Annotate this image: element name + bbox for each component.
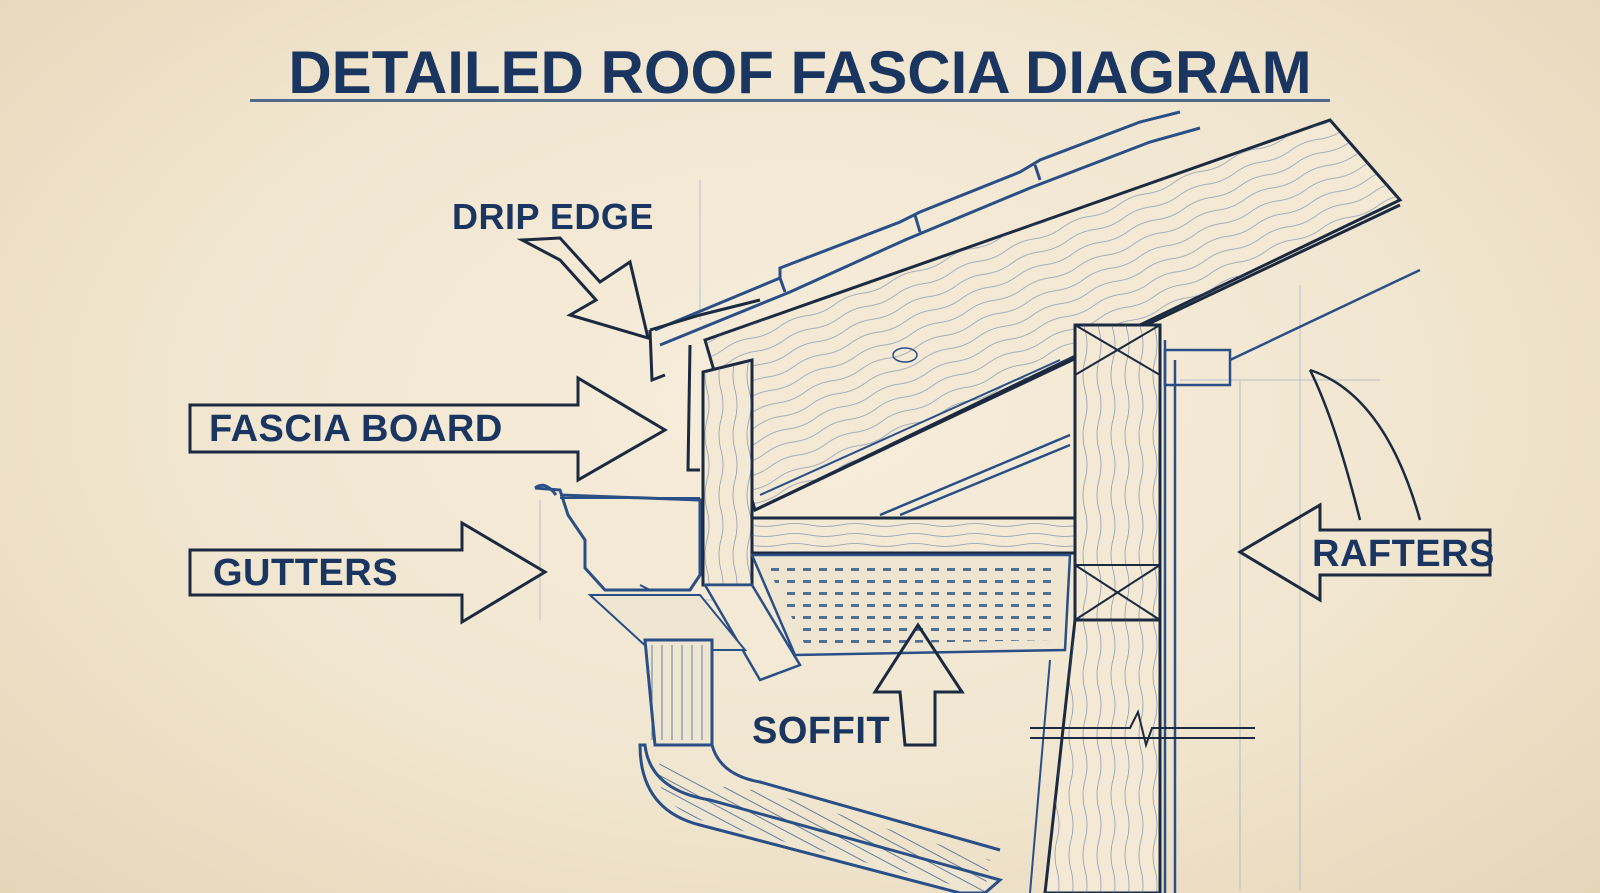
page-title: DETAILED ROOF FASCIA DIAGRAM (288, 39, 1312, 106)
soffit-framing (750, 516, 1077, 555)
label-fascia-board: FASCIA BOARD (209, 408, 503, 450)
arrow-rafters (1237, 502, 1492, 603)
label-drip-edge: DRIP EDGE (452, 196, 654, 237)
wall-stud (1029, 618, 1162, 893)
label-rafters: RAFTERS (1312, 533, 1495, 575)
label-soffit: SOFFIT (752, 710, 891, 752)
label-gutters: GUTTERS (213, 552, 399, 594)
arrow-gutters (188, 520, 548, 625)
arrow-soffit (872, 622, 965, 747)
arrow-drip-edge (516, 236, 651, 341)
roof-rafter-slab (703, 118, 1403, 513)
soffit-panel-shape (750, 553, 1072, 657)
arrow-fascia-board (188, 375, 668, 483)
roof-shingles (654, 110, 1201, 347)
rafters-leader (1308, 368, 1422, 521)
wall-post (1073, 323, 1162, 622)
gutter-shape (534, 483, 748, 651)
title-underline (250, 99, 1330, 102)
inner-bracing (879, 433, 1071, 517)
fascia-board-shape (701, 358, 754, 587)
break-line (1030, 709, 1255, 749)
downspout-shape (638, 638, 1004, 893)
drip-edge-metal (648, 298, 761, 472)
wall-sheathing (1163, 268, 1421, 893)
